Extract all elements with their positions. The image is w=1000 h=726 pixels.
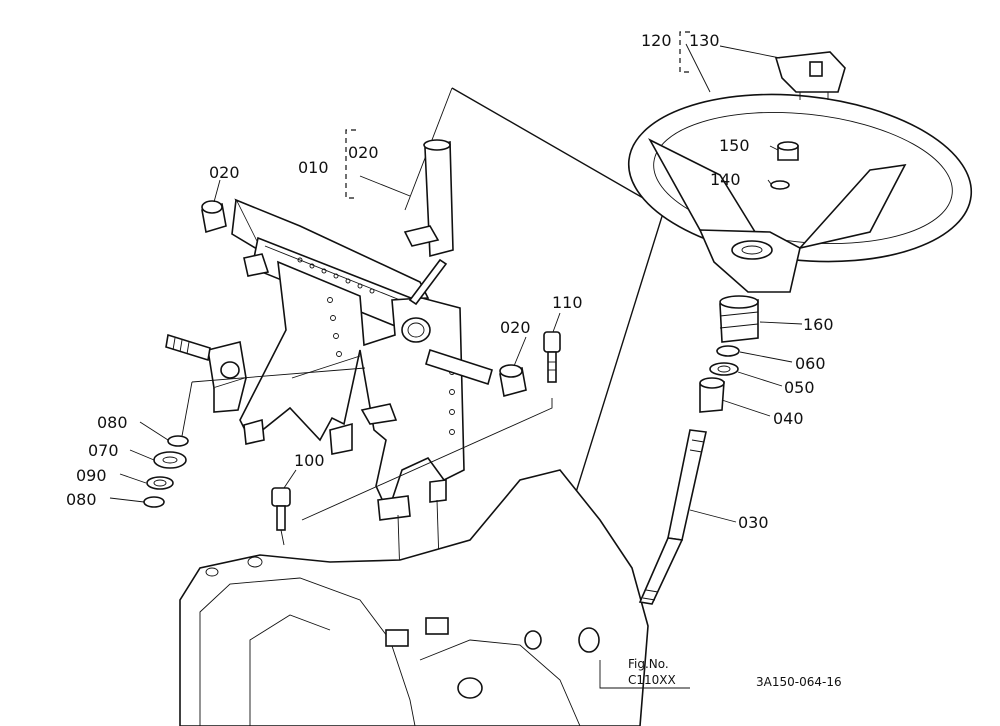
label-160: 160 <box>803 315 834 334</box>
bushing-020-right <box>499 364 527 398</box>
label-090: 090 <box>76 466 107 485</box>
figure-info: Fig.No. C110XX 3A150-064-16 <box>628 657 842 689</box>
fig-label: Fig.No. <box>628 657 669 671</box>
plate-holes <box>297 257 455 435</box>
washer-050 <box>709 362 739 376</box>
bolt-100 <box>271 487 291 546</box>
label-020-group: 020 <box>348 143 379 162</box>
collar-040 <box>699 377 725 413</box>
bushing-020-left <box>201 200 227 234</box>
leader-lines <box>109 31 803 689</box>
steering-shaft-030 <box>638 429 707 605</box>
horn-cap-130 <box>774 51 846 100</box>
steering-wheel <box>627 93 973 293</box>
label-080-bottom: 080 <box>66 490 97 509</box>
label-140: 140 <box>710 170 741 189</box>
label-130: 130 <box>689 31 720 50</box>
washer-060 <box>716 345 740 357</box>
label-040: 040 <box>773 409 804 428</box>
label-020-right: 020 <box>500 318 531 337</box>
label-060: 060 <box>795 354 826 373</box>
bearing-160 <box>719 295 759 343</box>
label-100: 100 <box>294 451 325 470</box>
label-030: 030 <box>738 513 769 532</box>
left-stud-bolt <box>165 333 240 379</box>
transmission-housing <box>179 469 649 726</box>
nut-150 <box>777 141 799 161</box>
label-010: 010 <box>298 158 329 177</box>
washer-140 <box>770 180 790 190</box>
label-020-left: 020 <box>209 163 240 182</box>
label-050: 050 <box>784 378 815 397</box>
label-080-top: 080 <box>97 413 128 432</box>
label-070: 070 <box>88 441 119 460</box>
part-labels: 120 130 020 010 020 150 140 110 020 160 … <box>66 31 834 532</box>
bolt-110 <box>301 331 561 521</box>
fig-number: C110XX <box>628 673 676 687</box>
drawing-code: 3A150-064-16 <box>756 675 842 689</box>
column-bracket-assembly <box>207 139 493 521</box>
label-110: 110 <box>552 293 583 312</box>
label-150: 150 <box>719 136 750 155</box>
label-120: 120 <box>641 31 672 50</box>
